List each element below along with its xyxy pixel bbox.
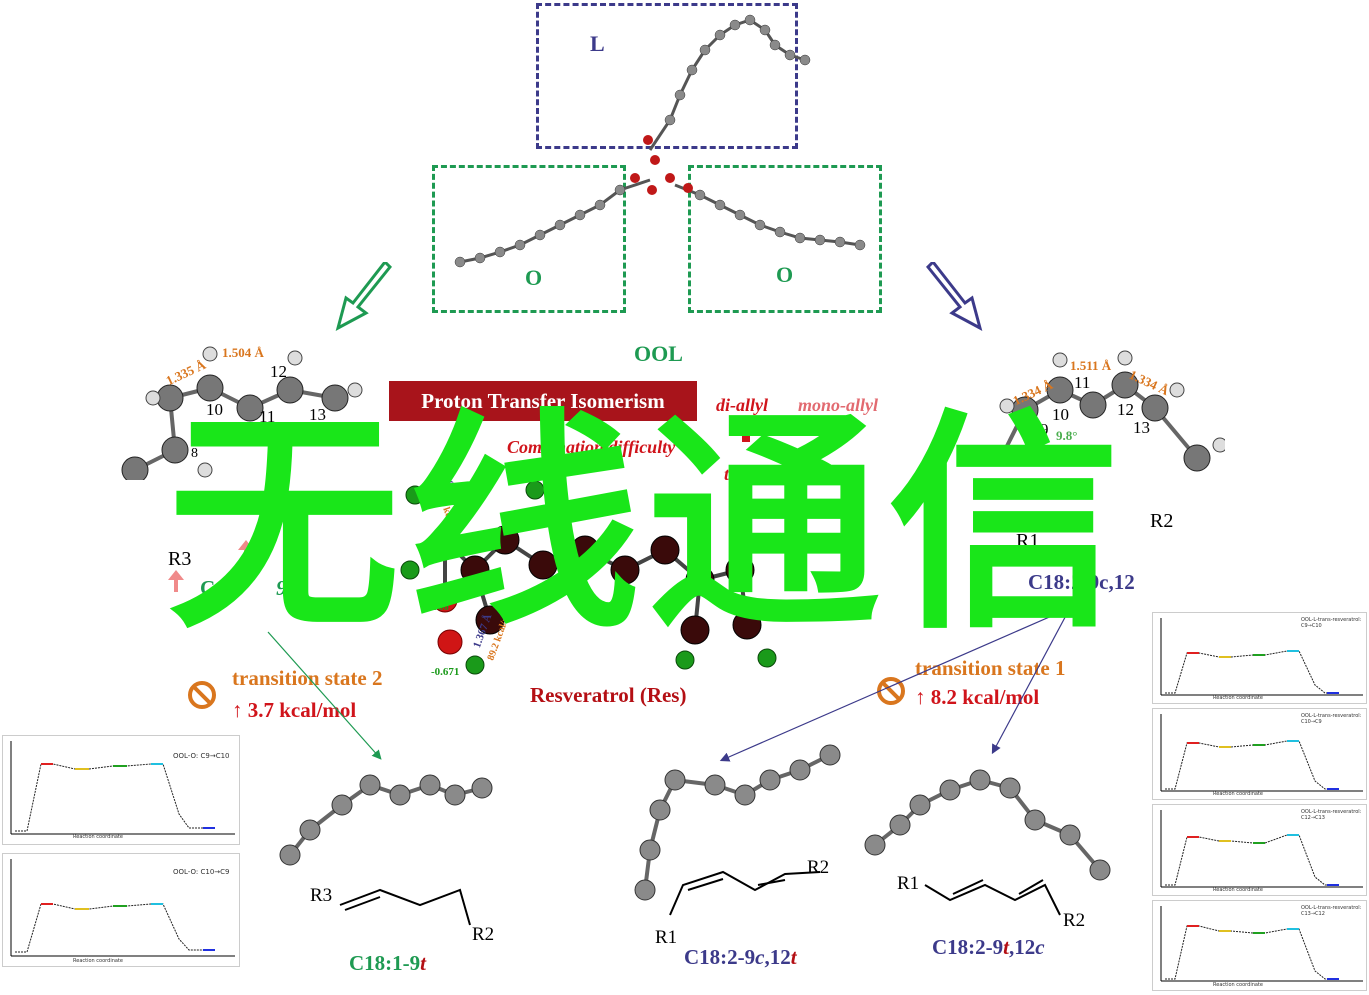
- trans-r-label: trans-R: [724, 464, 781, 484]
- mini-left-2-title: OOL-O: C10→C9: [173, 868, 230, 876]
- mini-profile-right-1: OOL-L-trans-resveratrol: C9→C10 Reaction…: [1152, 612, 1367, 704]
- left-molecule-3d: [121, 346, 363, 480]
- no-entry-icon-left: [188, 681, 216, 709]
- mini-profile-right-3: OOL-L-trans-resveratrol: C12→C13 Reactio…: [1152, 804, 1367, 896]
- arrow-left-down: [335, 262, 393, 331]
- atom-num-12: 12: [270, 362, 287, 381]
- angle-label: 9.8°: [1056, 428, 1078, 443]
- up-arrows-pink: [168, 540, 254, 592]
- product-1-3d: [279, 774, 493, 866]
- resveratrol-molecule: [400, 480, 805, 675]
- product-3-skeletal: [924, 879, 1061, 916]
- right-r2-label: R2: [1150, 510, 1174, 532]
- label-o-left: O: [525, 265, 543, 290]
- right-bond-2: 1.511 Å: [1070, 358, 1112, 373]
- atom-num-11: 11: [259, 407, 276, 426]
- mini-right-4-title: OOL-L-trans-resveratrol: C13→C12: [1301, 905, 1362, 917]
- combination-difficulty-label: Combination difficulty: [507, 437, 676, 457]
- mini-left-2-xaxis: Reaction coordinate: [73, 958, 123, 964]
- product-3-name: C18:2-9t,12c: [932, 935, 1045, 959]
- product-1-skeletal: [339, 888, 471, 926]
- r-atom-10: 10: [1052, 405, 1069, 424]
- ool-molecule-structure: [454, 14, 866, 268]
- product-3-r2: R2: [1063, 910, 1086, 931]
- product-1-r3: R3: [310, 885, 333, 906]
- label-ool: OOL: [634, 341, 683, 366]
- mini-right-1-title: OOL-L-trans-resveratrol: C9→C10: [1301, 617, 1362, 629]
- product-2-r2: R2: [807, 857, 830, 878]
- lipid-chain-o-left-box: [432, 165, 626, 313]
- mini-left-1-title: OOL-O: C9→C10: [173, 752, 230, 760]
- mini-left-1-xaxis: Reaction coordinate: [73, 834, 123, 840]
- product-3-r1: R1: [897, 873, 920, 894]
- product-3-3d: [864, 769, 1111, 881]
- product-2-r1: R1: [655, 927, 678, 948]
- right-r1-label: R1: [1016, 530, 1040, 552]
- res-charge-2: -0.671: [431, 666, 460, 678]
- r-atom-11: 11: [1074, 373, 1091, 392]
- mini-profile-right-2: OOL-L-trans-resveratrol: C10→C9 Reaction…: [1152, 708, 1367, 800]
- product-2-3d: [634, 744, 841, 901]
- transition-state-2-label: transition state 2: [232, 666, 383, 690]
- res-charge-1: 0.366: [424, 601, 449, 613]
- mini-right-4-xaxis: Reaction coordinate: [1213, 982, 1263, 988]
- bond-length-2: 1.504 Å: [222, 345, 264, 360]
- arrow-right-down: [925, 262, 983, 331]
- mono-allyl-label: mono-allyl: [798, 395, 878, 415]
- transition-state-1-label: transition state 1: [915, 656, 1066, 680]
- resveratrol-label: Resveratrol (Res): [530, 683, 687, 707]
- mini-profile-right-4: OOL-L-trans-resveratrol: C13→C12 Reactio…: [1152, 900, 1367, 991]
- label-l: L: [590, 31, 605, 56]
- product-2-skeletal: [669, 870, 821, 916]
- atom-num-10: 10: [206, 400, 223, 419]
- mini-right-2-xaxis: Reaction coordinate: [1213, 791, 1263, 797]
- mini-right-1-xaxis: Reaction coordinate: [1213, 695, 1263, 701]
- lipid-chain-o-right-box: [688, 165, 882, 313]
- product-1-name: C18:1-9t: [349, 951, 426, 975]
- transition-state-2-energy: ↑ 3.7 kcal/mol: [232, 698, 357, 722]
- proton-transfer-banner: Proton Transfer Isomerism: [389, 381, 697, 421]
- product-2-name: C18:2-9c,12t: [684, 945, 797, 969]
- lipid-chain-l-box: [536, 3, 798, 149]
- res-distance-2: 1.466 Å: [548, 578, 584, 590]
- mini-right-3-title: OOL-L-trans-resveratrol: C12→C13: [1301, 809, 1362, 821]
- di-allyl-label: di-allyl: [716, 395, 768, 415]
- r-atom-9: 9: [1040, 420, 1049, 439]
- r-atom-13: 13: [1133, 418, 1150, 437]
- right-molecule-3d: [999, 350, 1225, 472]
- r-atom-12: 12: [1117, 400, 1134, 419]
- up-arrow-red: [736, 420, 756, 442]
- mini-right-2-title: OOL-L-trans-resveratrol: C10→C9: [1301, 713, 1362, 725]
- left-r-label: R3: [168, 548, 192, 570]
- right-molecule-name: C18:2-9c,12: [1028, 570, 1135, 594]
- mini-profile-left-2: OOL-O: C10→C9 Reaction coordinate: [2, 853, 240, 967]
- watermark-text: 无线通信: [168, 390, 1129, 660]
- product-1-r2: R2: [472, 924, 495, 945]
- label-o-right: O: [776, 262, 794, 287]
- atom-num-8: 8: [191, 446, 198, 461]
- mini-profile-left-1: OOL-O: C9→C10 Reaction coordinate: [2, 735, 240, 845]
- mini-right-3-xaxis: Reaction coordinate: [1213, 887, 1263, 893]
- atom-num-13: 13: [309, 405, 326, 424]
